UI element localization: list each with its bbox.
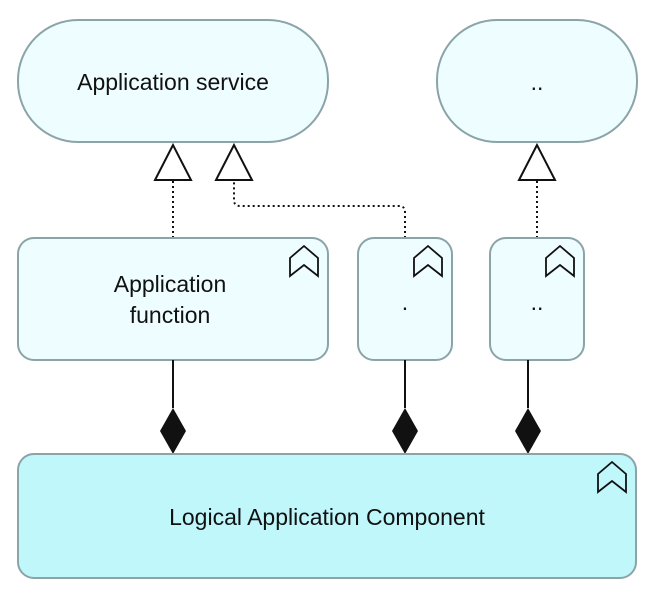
function-dotdot[interactable]: .. (489, 237, 585, 361)
realization-connector-function-to-service[interactable] (153, 142, 193, 238)
service-secondary[interactable]: .. (436, 19, 638, 143)
realization-connector-dot-to-service[interactable] (214, 142, 406, 238)
service-label: Application service (77, 69, 269, 95)
realization-arrowhead-icon (517, 142, 557, 181)
function-label: . (402, 289, 408, 315)
function-shape (489, 237, 585, 361)
function-shape (17, 237, 329, 361)
composition-connector-2[interactable] (392, 360, 418, 454)
function-label: .. (531, 289, 544, 315)
dotted-line (233, 180, 406, 238)
composition-diamond-icon (160, 408, 186, 454)
composition-connector-3[interactable] (515, 360, 541, 454)
composition-diamond-icon (515, 408, 541, 454)
application-function-icon (289, 244, 319, 278)
function-dot[interactable]: . (357, 237, 453, 361)
function-label-line1: Application (114, 271, 227, 297)
logical-application-component[interactable]: Logical Application Component (17, 453, 637, 579)
service-shape (436, 19, 638, 143)
component-shape (17, 453, 637, 579)
composition-connector-1[interactable] (160, 360, 186, 454)
realization-arrowhead-icon (214, 142, 254, 181)
function-label-line2: function (130, 302, 211, 328)
service-application-service[interactable]: Application service (17, 19, 329, 143)
composition-diamond-icon (392, 408, 418, 454)
service-shape (17, 19, 329, 143)
service-label: .. (531, 69, 544, 95)
realization-arrowhead-icon (153, 142, 193, 181)
realization-connector-dotdot-to-service[interactable] (517, 142, 557, 238)
component-label: Logical Application Component (169, 504, 485, 530)
application-function-icon (545, 244, 575, 278)
function-application-function[interactable]: Application function (17, 237, 329, 361)
application-function-icon (413, 244, 443, 278)
application-function-icon (597, 460, 627, 494)
